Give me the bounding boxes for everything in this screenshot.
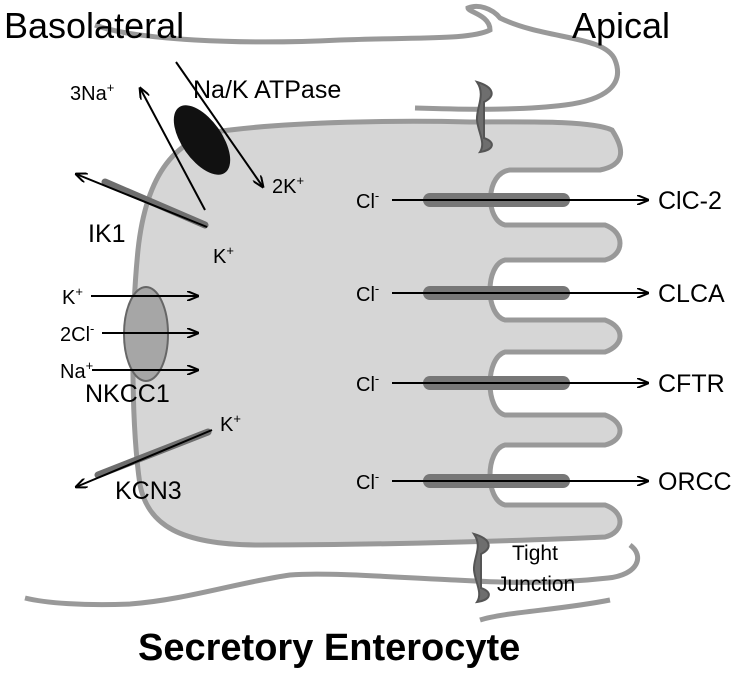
apical-channel-2-ion-label: Cl-: [356, 371, 379, 396]
tight-junction-label-line1: Tight: [512, 542, 558, 565]
apical-channel-3-ion-label: Cl-: [356, 469, 379, 494]
apical-channel-0-ion-label: Cl-: [356, 188, 379, 213]
na-k-atpase-2k-label: 2K+: [272, 173, 304, 198]
lower-neighbor-membrane-2: [479, 597, 611, 623]
kcn3-k-label: K+: [220, 411, 241, 436]
tight-junction-top: [474, 80, 493, 154]
apical-label: Apical: [572, 5, 670, 46]
apical-channel-1-ion-label: Cl-: [356, 281, 379, 306]
nkcc1-label: NKCC1: [85, 380, 170, 408]
apical-channel-2-label: CFTR: [658, 370, 725, 398]
na-k-atpase-label: Na/K ATPase: [193, 76, 341, 104]
nkcc1-k-label: K+: [62, 284, 83, 309]
lower-neighbor-membrane: [24, 542, 641, 608]
apical-channel-1-label: CLCA: [658, 280, 725, 308]
cell-membrane: [130, 118, 624, 548]
diagram-title: Secretory Enterocyte: [138, 627, 520, 669]
kcn3-label: KCN3: [115, 477, 182, 505]
basolateral-label: Basolateral: [4, 5, 184, 46]
tight-junction-bottom: [471, 532, 490, 604]
nkcc1-na-label: Na+: [60, 358, 93, 383]
tight-junction-label-line2: Junction: [497, 573, 575, 596]
ik1-k-label: K+: [213, 243, 234, 268]
ik1-label: IK1: [88, 220, 126, 248]
na-k-atpase-pump: [173, 105, 231, 175]
apical-channel-0-label: ClC-2: [658, 187, 722, 215]
ik1-channel: [101, 178, 209, 229]
upper-neighbor-membrane: [94, 3, 620, 112]
nkcc1-2cl-label: 2Cl-: [60, 321, 94, 346]
apical-channel-3-label: ORCC: [658, 468, 732, 496]
na-k-atpase-3na-label: 3Na+: [70, 80, 114, 105]
